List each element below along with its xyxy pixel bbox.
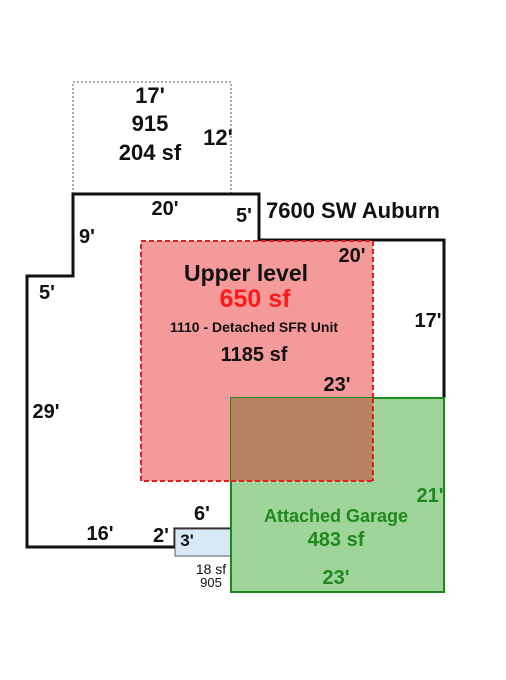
porch-depth-label: 3'	[180, 531, 194, 550]
address-label: 7600 SW Auburn	[266, 198, 440, 223]
dim-mid-bottom: 23'	[323, 374, 350, 396]
dim-garage-notch: 6'	[194, 503, 210, 525]
dim-bottom-step: 2'	[153, 525, 169, 547]
upper-level-area-label: 650 sf	[220, 285, 292, 313]
garage-area-label: 483 sf	[308, 529, 365, 551]
dim-top-width: 20'	[151, 198, 178, 220]
dim-left-step: 5'	[39, 282, 55, 304]
overlap-area	[231, 398, 373, 481]
upper-level-title: Upper level	[184, 260, 308, 286]
dim-right: 17'	[414, 310, 441, 332]
dim-left-upper: 9'	[79, 226, 95, 248]
patio-depth-label: 12'	[203, 125, 233, 150]
patio-code-label: 915	[132, 111, 169, 136]
garage-bottom-label: 23'	[322, 567, 349, 589]
porch-area	[174, 528, 232, 557]
dim-jog: 5'	[236, 205, 252, 227]
dwelling-code-label: 1110 - Detached SFR Unit	[170, 319, 338, 335]
garage-title: Attached Garage	[264, 506, 408, 526]
patio-area-label: 204 sf	[119, 140, 182, 165]
garage-side-label: 21'	[416, 485, 443, 507]
porch-area-label: 18 sf	[196, 561, 226, 577]
dim-bottom-left: 16'	[86, 523, 113, 545]
porch-code-label: 905	[200, 575, 222, 590]
dwelling-outline-right	[231, 192, 446, 398]
dwelling-area-label: 1185 sf	[221, 344, 288, 366]
dim-left: 29'	[32, 401, 59, 423]
dim-right-top: 20'	[338, 245, 365, 267]
patio-width-label: 17'	[135, 83, 165, 108]
